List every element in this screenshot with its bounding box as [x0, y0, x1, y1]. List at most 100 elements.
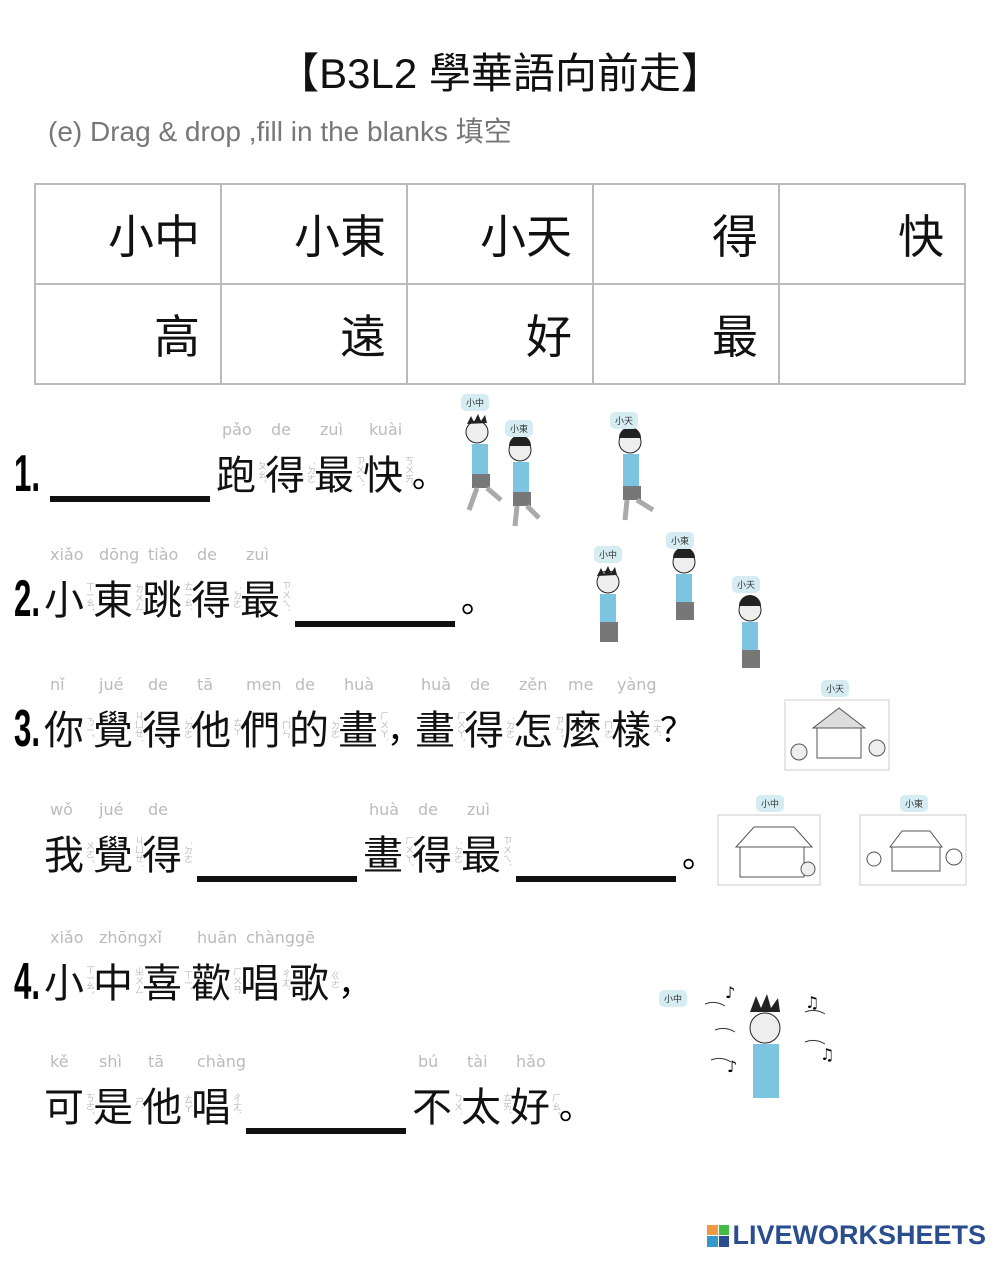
punctuation: ，	[338, 963, 372, 1004]
character-group: 跳ㄊㄧㄠˋ	[142, 567, 192, 627]
zhuyin: ㄊㄞˋ	[501, 1092, 511, 1116]
zhuyin: ㄅㄨˊ	[452, 1092, 462, 1116]
character-with-pinyin: nǐ 你ㄋㄧˇ	[44, 675, 94, 757]
pinyin: xiǎo	[50, 928, 84, 947]
character-with-pinyin: xiǎo 小ㄒㄧㄠˇ	[44, 928, 94, 1010]
character-group: 東ㄉㄨㄥ	[93, 567, 143, 627]
question-number: 1.	[14, 445, 41, 503]
zhuyin: ˙ㄉㄜ	[329, 715, 339, 739]
pinyin: xǐ	[148, 928, 162, 947]
zhuyin: ㄋㄧˇ	[84, 716, 94, 738]
pinyin: zhōng	[99, 928, 148, 947]
hanzi: 得	[412, 833, 452, 879]
character-group: 樣ㄧㄤˋ	[611, 697, 661, 757]
singing-boy-illustration: 小中 ♪♪♫♫	[655, 982, 855, 1102]
pinyin: huà	[369, 800, 400, 819]
hanzi: 可	[44, 1085, 84, 1131]
pinyin: zuì	[467, 800, 490, 819]
character-group: 不ㄅㄨˊ	[412, 1074, 462, 1134]
name-tag: 小天	[610, 412, 639, 429]
pinyin: de	[418, 800, 438, 819]
hanzi: 覺	[93, 833, 133, 879]
pinyin: kě	[50, 1052, 69, 1071]
hanzi: 他	[142, 1085, 182, 1131]
word-tile[interactable]: 小中	[34, 183, 222, 285]
zhuyin: ㄏㄨㄚˋ	[455, 711, 465, 743]
hanzi: 喜	[142, 961, 182, 1007]
zhuyin: ㄊㄚ	[231, 718, 241, 736]
name-tag: 小東	[505, 420, 534, 437]
drop-blank[interactable]	[516, 820, 676, 882]
word-tile[interactable]: 得	[592, 183, 780, 285]
word-tile[interactable]: 快	[778, 183, 966, 285]
character-with-pinyin: de 得˙ㄉㄜ	[412, 800, 462, 882]
zhuyin: ˙ㄉㄜ	[182, 840, 192, 864]
character-group: 小ㄒㄧㄠˇ	[44, 950, 94, 1010]
drop-blank[interactable]	[246, 1072, 406, 1134]
name-tag: 小中	[594, 546, 623, 563]
character-group: 喜ㄒㄧˇ	[142, 950, 192, 1010]
word-tile[interactable]: 遠	[220, 283, 408, 385]
drawing-xiaodong: 小東	[858, 795, 970, 887]
pinyin: nǐ	[50, 675, 65, 694]
svg-text:♪: ♪	[725, 983, 735, 1002]
word-tile[interactable]: 高	[34, 283, 222, 385]
character-group: 怎ㄗㄣˇ	[513, 697, 563, 757]
zhuyin: ˙ㄉㄜ	[231, 585, 241, 609]
punctuation: ？	[660, 710, 694, 751]
drop-blank[interactable]	[295, 565, 455, 627]
zhuyin: ㄊㄧㄠˋ	[182, 582, 192, 612]
drop-blank[interactable]	[197, 820, 357, 882]
drop-blank[interactable]	[50, 440, 210, 502]
pinyin: jué	[99, 675, 124, 694]
character-group: 你ㄋㄧˇ	[44, 697, 94, 757]
hanzi: 最	[314, 453, 354, 499]
character-group: 好ㄏㄠˇ	[510, 1074, 560, 1134]
word-tile[interactable]: 小天	[406, 183, 594, 285]
word-tile[interactable]: 最	[592, 283, 780, 385]
pinyin: tā	[197, 675, 214, 694]
character-group: 他ㄊㄚ	[142, 1074, 192, 1134]
pinyin: de	[197, 545, 217, 564]
name-tag: 小天	[732, 576, 761, 593]
word-tile[interactable]: 好	[406, 283, 594, 385]
word-bank-row: 小中 小東 小天 得 快	[34, 183, 966, 285]
word-bank-row: 高 遠 好 最	[34, 283, 966, 385]
name-tag: 小中	[461, 394, 490, 411]
character-group: 唱ㄔㄤˋ	[240, 950, 290, 1010]
word-tile[interactable]: 小東	[220, 183, 408, 285]
character-group: 小ㄒㄧㄠˇ	[44, 567, 94, 627]
zhuyin: ˙ㄉㄜ	[182, 715, 192, 739]
character-group: 最ㄗㄨㄟˋ	[240, 567, 290, 627]
character-group: 畫ㄏㄨㄚˋ	[415, 697, 465, 757]
hanzi: 怎	[513, 708, 553, 754]
punctuation: 。	[412, 455, 446, 496]
character-group: 得˙ㄉㄜ	[191, 567, 241, 627]
zhuyin: ˙ㄉㄜ	[504, 715, 514, 739]
character-group: 麼˙ㄇㄜ	[562, 697, 612, 757]
zhuyin: ㄔㄤˋ	[280, 968, 290, 992]
pinyin: xiǎo	[50, 545, 84, 564]
jumping-boys-icon	[596, 547, 762, 668]
running-boys-illustration: 小中 小東 小天	[455, 392, 675, 532]
character-group: 得˙ㄉㄜ	[464, 697, 514, 757]
zhuyin: ㄐㄩㄝˊ	[133, 711, 143, 743]
pinyin: de	[295, 675, 315, 694]
zhuyin: ˙ㄉㄜ	[452, 840, 462, 864]
hanzi: 畫	[363, 833, 403, 879]
character-group: 最ㄗㄨㄟˋ	[314, 442, 364, 502]
character-group: 歌ㄍㄜ	[289, 950, 339, 1010]
